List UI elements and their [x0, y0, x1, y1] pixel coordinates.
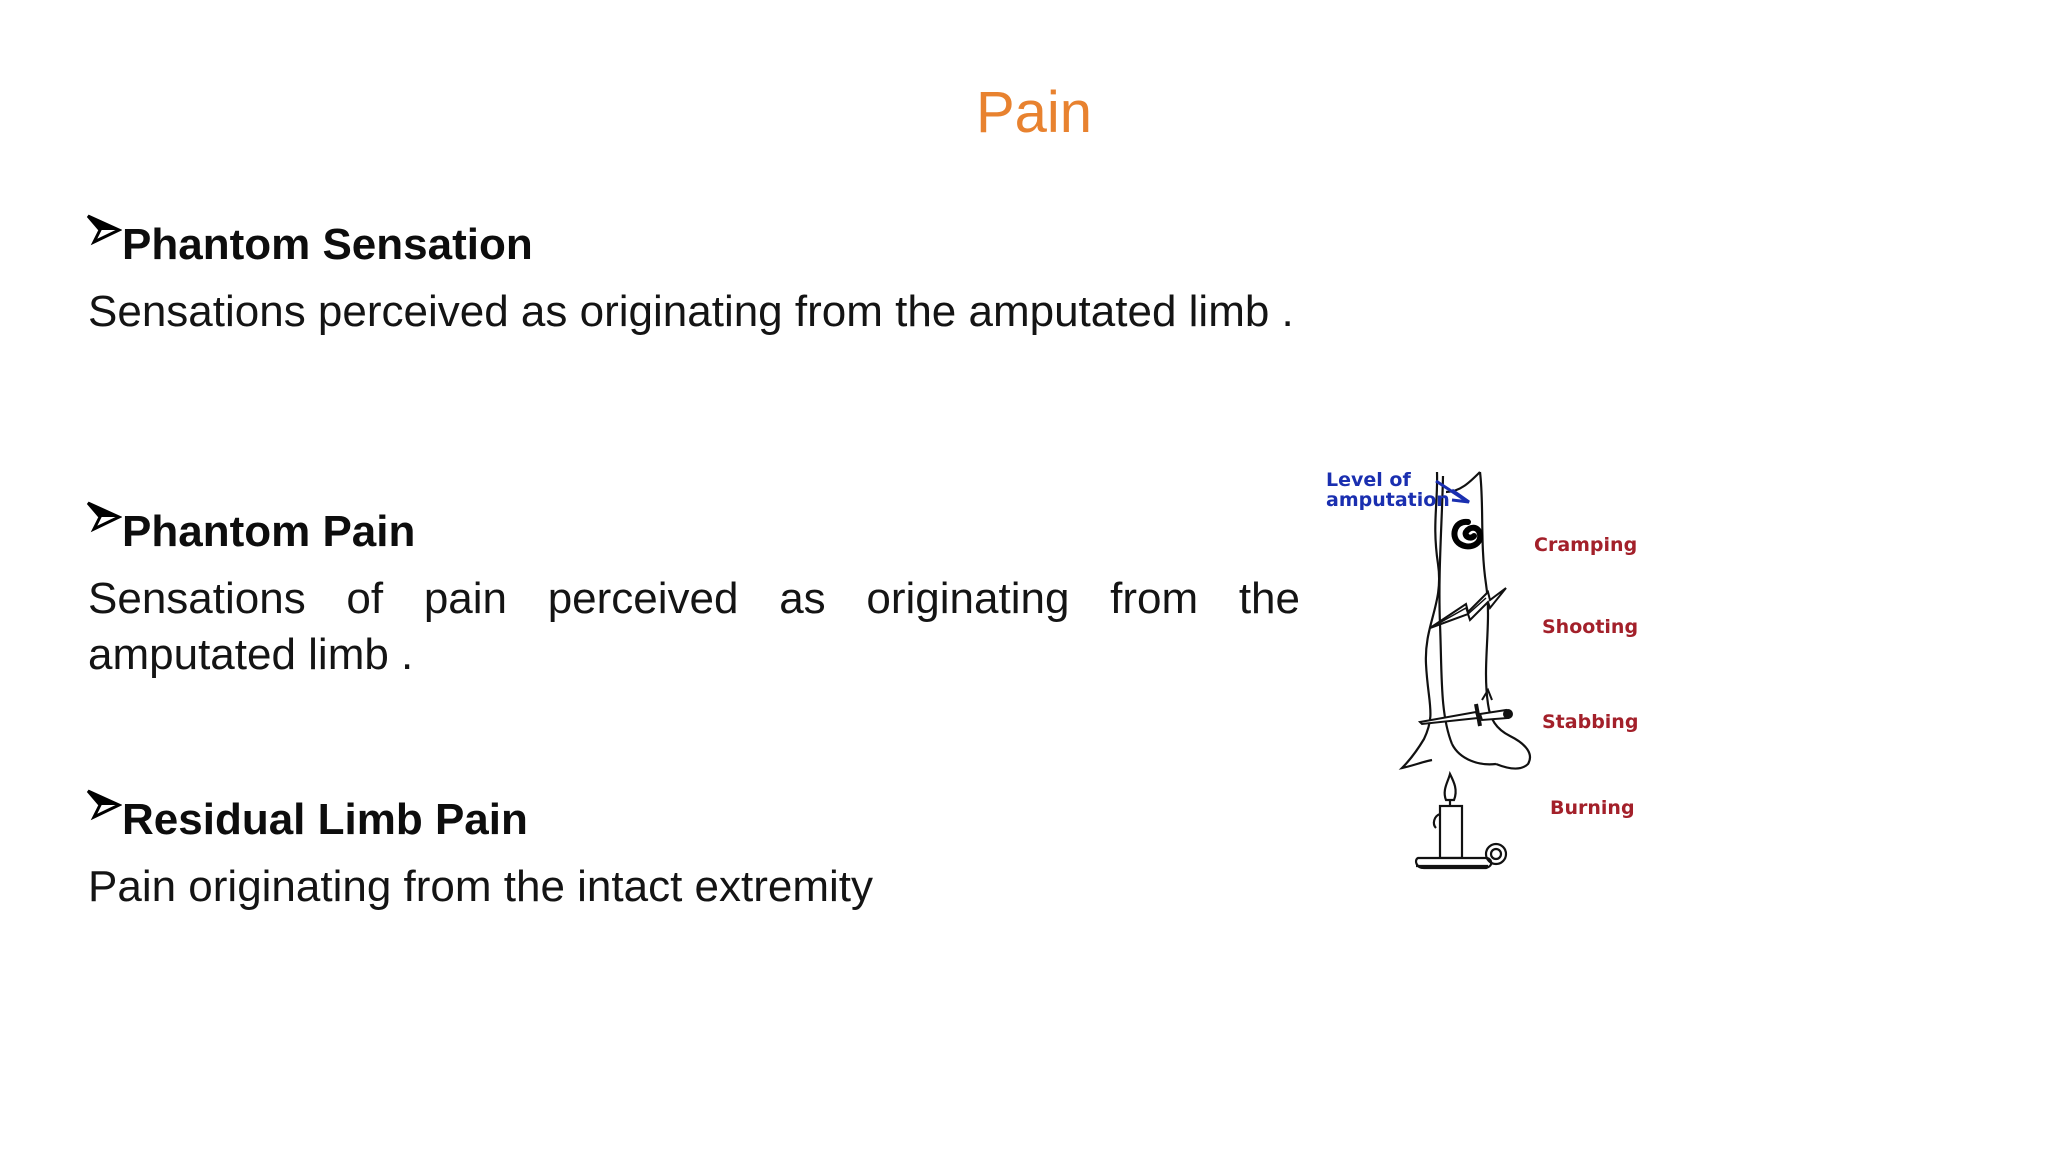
- stabbing-label: Stabbing: [1542, 711, 1638, 733]
- level-of-amputation-label: Level of: [1326, 469, 1411, 491]
- burning-label: Burning: [1550, 797, 1635, 819]
- phantom-limb-figure: Level of amputation Cramping Shooting St…: [1320, 464, 1660, 884]
- section-heading-row: Residual Limb Pain: [86, 785, 1300, 845]
- burning-candle-icon: [1414, 770, 1508, 870]
- leg-outline: [1398, 471, 1532, 770]
- section-body: Sensations of pain perceived as originat…: [88, 574, 1300, 679]
- section-heading: Phantom Sensation: [122, 220, 533, 269]
- arrowhead-bullet-icon: [86, 789, 122, 821]
- slide-title: Pain: [975, 80, 1093, 145]
- section-body: Pain originating from the intact extremi…: [88, 862, 874, 911]
- cramping-label: Cramping: [1534, 534, 1637, 556]
- section-heading: Phantom Pain: [122, 507, 416, 556]
- shooting-lightning-icon: [1429, 587, 1507, 629]
- amputation-level-marker: [1435, 479, 1470, 504]
- arrowhead-bullet-icon: [86, 214, 122, 246]
- section-body: Sensations perceived as originating from…: [88, 287, 1294, 336]
- section-heading: Residual Limb Pain: [122, 795, 528, 844]
- section-phantom-pain: Phantom Pain Sensations of pain perceive…: [86, 497, 1300, 683]
- section-heading-row: Phantom Pain: [86, 497, 1300, 557]
- amputation-label: amputation: [1326, 489, 1450, 511]
- section-phantom-sensation: Phantom Sensation Sensations perceived a…: [86, 210, 1300, 340]
- shooting-label: Shooting: [1542, 616, 1638, 638]
- stabbing-dagger-icon: [1417, 687, 1513, 727]
- cramping-icon: [1451, 518, 1484, 550]
- section-residual-limb-pain: Residual Limb Pain Pain originating from…: [86, 785, 1300, 915]
- phantom-limb-illustration: Level of amputation Cramping Shooting St…: [1326, 469, 1638, 870]
- section-heading-row: Phantom Sensation: [86, 210, 1300, 270]
- arrowhead-bullet-icon: [86, 501, 122, 533]
